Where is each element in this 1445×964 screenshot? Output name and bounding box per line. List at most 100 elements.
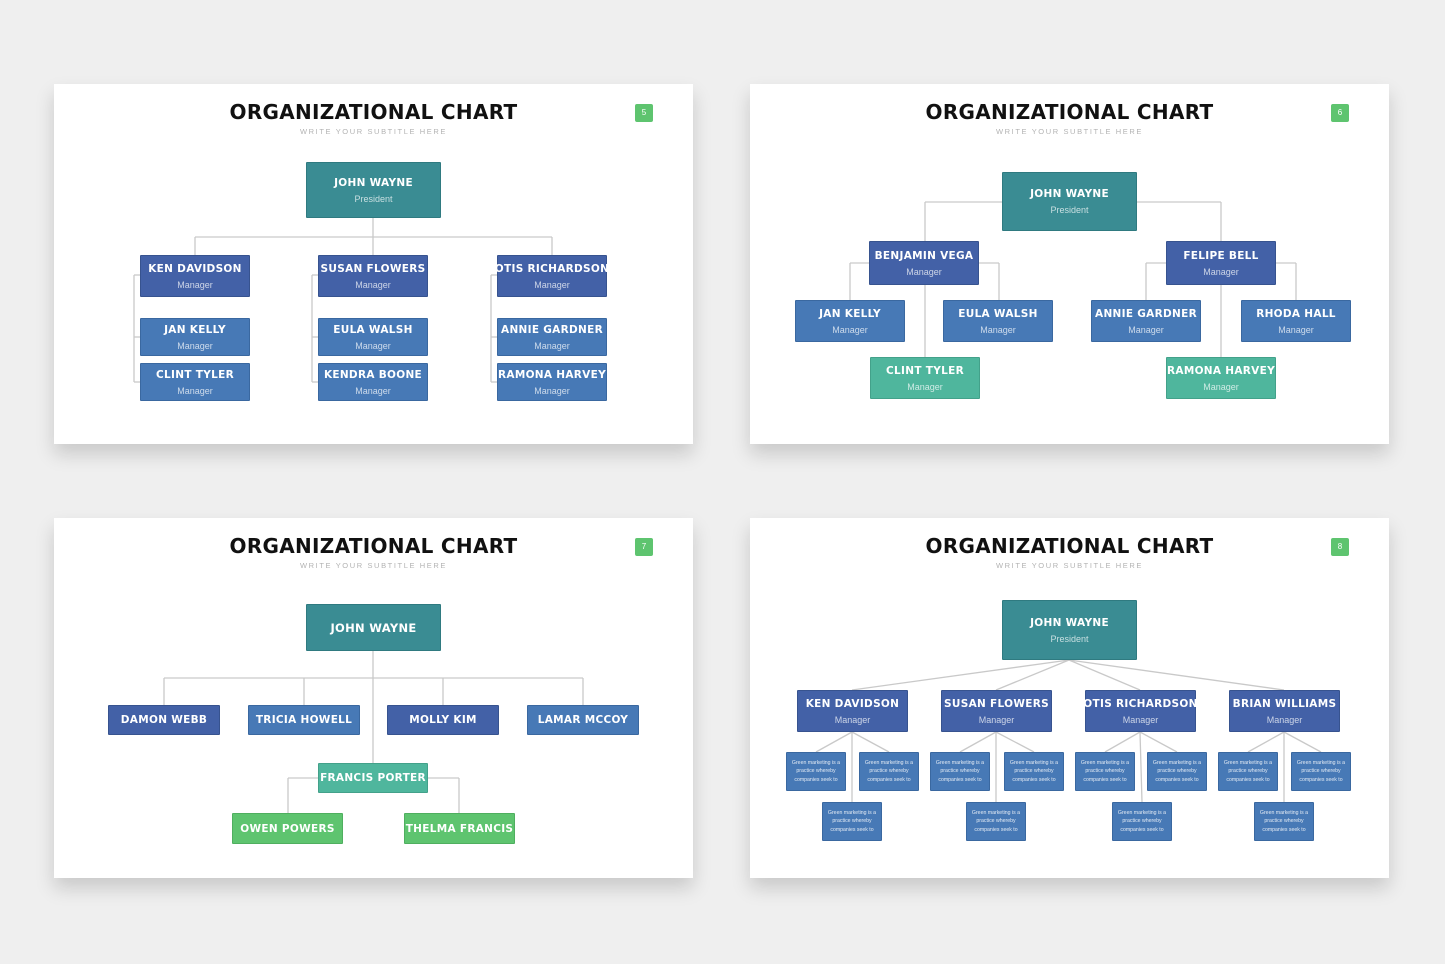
note-text: Green marketing is a practice whereby co…: [864, 759, 914, 783]
org-node-root[interactable]: JOHN WAYNE President: [1002, 172, 1137, 231]
slide-8[interactable]: ORGANIZATIONAL CHART WRITE YOUR SUBTITLE…: [750, 518, 1389, 878]
node-role: Manager: [1278, 324, 1314, 335]
node-name: RHODA HALL: [1256, 307, 1336, 320]
node-role: Manager: [177, 340, 213, 351]
org-node-report[interactable]: KENDRA BOONE Manager: [318, 363, 428, 401]
connector-lines: [133, 218, 553, 383]
org-node-report[interactable]: ANNIE GARDNER Manager: [497, 318, 607, 356]
slide-5[interactable]: ORGANIZATIONAL CHART WRITE YOUR SUBTITLE…: [54, 84, 693, 444]
node-role: Manager: [1122, 714, 1159, 725]
org-node-member[interactable]: MOLLY KIM: [387, 705, 499, 735]
org-note-box[interactable]: Green marketing is a practice whereby co…: [1112, 802, 1172, 841]
org-node-member[interactable]: DAMON WEBB: [108, 705, 220, 735]
org-node-bottom[interactable]: RAMONA HARVEY Manager: [1166, 357, 1276, 399]
org-node-root[interactable]: JOHN WAYNE President: [1002, 600, 1137, 660]
node-role: President: [1050, 205, 1089, 215]
org-node-manager[interactable]: BRIAN WILLIAMS Manager: [1229, 690, 1340, 732]
node-role: Manager: [177, 385, 213, 396]
node-name: JOHN WAYNE: [334, 176, 413, 189]
node-name: DAMON WEBB: [120, 714, 208, 726]
org-note-box[interactable]: Green marketing is a practice whereby co…: [1004, 752, 1064, 791]
node-name: RAMONA HARVEY: [1167, 364, 1275, 377]
slide-title: ORGANIZATIONAL CHART: [229, 100, 518, 124]
node-name: SUSAN FLOWERS: [944, 697, 1049, 710]
node-role: Manager: [534, 340, 570, 351]
node-name: TRICIA HOWELL: [255, 714, 353, 726]
note-text: Green marketing is a practice whereby co…: [1259, 809, 1309, 833]
org-note-box[interactable]: Green marketing is a practice whereby co…: [1291, 752, 1351, 791]
org-node-manager[interactable]: OTIS RICHARDSON Manager: [1083, 690, 1198, 732]
org-node-report[interactable]: ANNIE GARDNER Manager: [1091, 300, 1201, 342]
org-node-root[interactable]: JOHN WAYNE: [306, 604, 441, 651]
org-node-bottom[interactable]: CLINT TYLER Manager: [870, 357, 980, 399]
node-name: EULA WALSH: [333, 323, 413, 336]
org-node-report[interactable]: JAN KELLY Manager: [795, 300, 905, 342]
org-note-box[interactable]: Green marketing is a practice whereby co…: [786, 752, 846, 791]
org-node-root[interactable]: JOHN WAYNE President: [306, 162, 441, 218]
node-name: FRANCIS PORTER: [320, 772, 426, 784]
slide-6[interactable]: ORGANIZATIONAL CHART WRITE YOUR SUBTITLE…: [750, 84, 1389, 444]
org-node-sub-report[interactable]: OWEN POWERS: [232, 813, 343, 844]
org-node-manager[interactable]: KEN DAVIDSON Manager: [797, 690, 908, 732]
node-name: JOHN WAYNE: [1030, 616, 1109, 629]
node-role: Manager: [177, 279, 213, 290]
note-text: Green marketing is a practice whereby co…: [935, 759, 985, 783]
note-text: Green marketing is a practice whereby co…: [1152, 759, 1202, 783]
node-role: Manager: [980, 324, 1016, 335]
org-note-box[interactable]: Green marketing is a practice whereby co…: [966, 802, 1026, 841]
node-role: Manager: [978, 714, 1015, 725]
page-number-badge: 6: [1331, 104, 1349, 122]
org-node-manager[interactable]: SUSAN FLOWERS Manager: [941, 690, 1052, 732]
node-name: CLINT TYLER: [886, 364, 964, 377]
org-node-manager[interactable]: BENJAMIN VEGA Manager: [869, 241, 979, 285]
connector-lines: [849, 201, 1297, 357]
org-note-box[interactable]: Green marketing is a practice whereby co…: [1254, 802, 1314, 841]
org-note-box[interactable]: Green marketing is a practice whereby co…: [1218, 752, 1278, 791]
slide-subtitle: WRITE YOUR SUBTITLE HERE: [995, 561, 1144, 570]
org-node-member[interactable]: LAMAR MCCOY: [527, 705, 639, 735]
org-node-manager[interactable]: KEN DAVIDSON Manager: [140, 255, 250, 297]
org-node-report[interactable]: RAMONA HARVEY Manager: [497, 363, 607, 401]
node-role: Manager: [834, 714, 871, 725]
node-role: Manager: [906, 266, 942, 277]
org-note-box[interactable]: Green marketing is a practice whereby co…: [859, 752, 919, 791]
node-name: OTIS RICHARDSON: [1083, 697, 1198, 710]
org-node-manager[interactable]: SUSAN FLOWERS Manager: [318, 255, 428, 297]
org-node-sub-lead[interactable]: FRANCIS PORTER: [318, 763, 428, 793]
org-node-sub-report[interactable]: THELMA FRANCIS: [404, 813, 515, 844]
node-role: President: [1050, 633, 1089, 644]
connector-lines: [815, 659, 1322, 803]
node-name: OTIS RICHARDSON: [494, 262, 610, 275]
slide-subtitle: WRITE YOUR SUBTITLE HERE: [995, 127, 1144, 136]
node-role: Manager: [1203, 266, 1239, 277]
node-name: OWEN POWERS: [240, 822, 335, 835]
org-node-report[interactable]: JAN KELLY Manager: [140, 318, 250, 356]
note-text: Green marketing is a practice whereby co…: [1009, 759, 1059, 783]
org-note-box[interactable]: Green marketing is a practice whereby co…: [822, 802, 882, 841]
slide-title: ORGANIZATIONAL CHART: [925, 100, 1214, 124]
org-note-box[interactable]: Green marketing is a practice whereby co…: [930, 752, 990, 791]
note-text: Green marketing is a practice whereby co…: [1223, 759, 1273, 783]
org-node-report[interactable]: EULA WALSH Manager: [943, 300, 1053, 342]
org-note-box[interactable]: Green marketing is a practice whereby co…: [1075, 752, 1135, 791]
org-node-manager[interactable]: FELIPE BELL Manager: [1166, 241, 1276, 285]
org-node-manager[interactable]: OTIS RICHARDSON Manager: [494, 255, 610, 297]
node-name: BENJAMIN VEGA: [874, 249, 974, 262]
node-role: Manager: [534, 279, 570, 290]
org-node-member[interactable]: TRICIA HOWELL: [248, 705, 360, 735]
slide-7[interactable]: ORGANIZATIONAL CHART WRITE YOUR SUBTITLE…: [54, 518, 693, 878]
org-node-report[interactable]: CLINT TYLER Manager: [140, 363, 250, 401]
slide-subtitle: WRITE YOUR SUBTITLE HERE: [299, 561, 448, 570]
org-note-box[interactable]: Green marketing is a practice whereby co…: [1147, 752, 1207, 791]
org-node-report[interactable]: EULA WALSH Manager: [318, 318, 428, 356]
node-name: KEN DAVIDSON: [805, 697, 900, 710]
node-name: JAN KELLY: [819, 307, 881, 320]
node-name: EULA WALSH: [958, 307, 1038, 320]
node-role: Manager: [355, 279, 391, 290]
node-role: President: [354, 193, 393, 204]
org-node-report[interactable]: RHODA HALL Manager: [1241, 300, 1351, 342]
node-role: Manager: [1128, 324, 1164, 335]
node-name: KENDRA BOONE: [323, 368, 423, 381]
slide-title: ORGANIZATIONAL CHART: [229, 534, 518, 558]
node-role: Manager: [355, 385, 391, 396]
